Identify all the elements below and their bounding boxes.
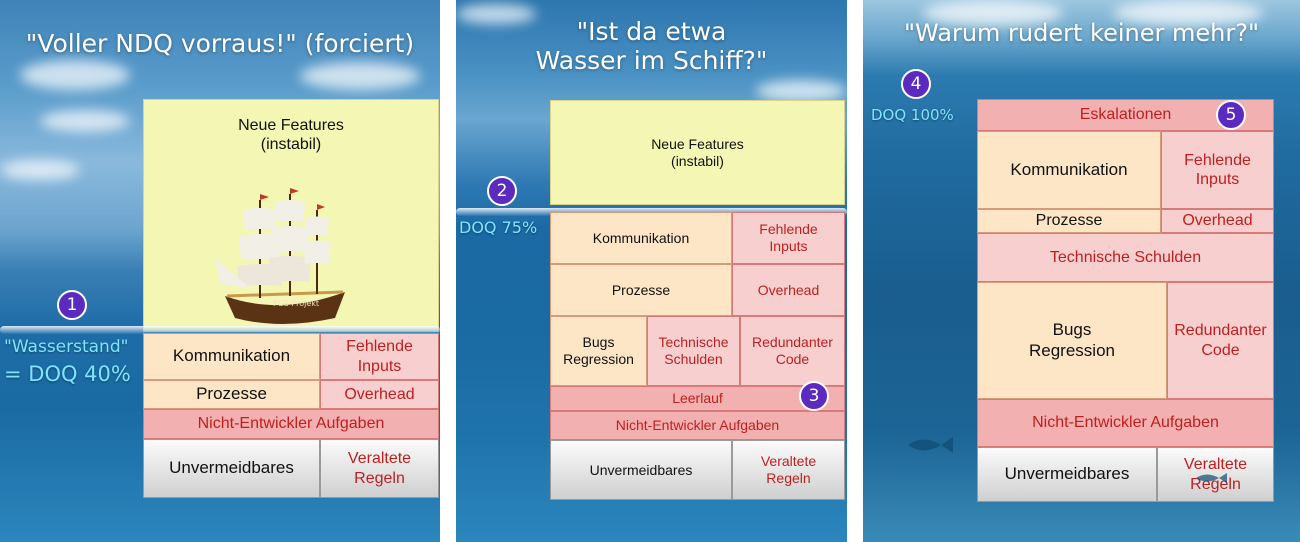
ship-name: FGS Projekt	[273, 299, 319, 308]
panel-title: "Warum rudert keiner mehr?"	[904, 19, 1259, 47]
block-redundanter-code: Redundanter Code	[740, 316, 845, 386]
doq-level-label: DOQ 100%	[871, 106, 954, 124]
step-badge-level: 4	[901, 69, 931, 99]
cloud	[1113, 0, 1263, 26]
block-neue-features: Neue Features (instabil)	[550, 100, 845, 205]
block-fehlende-inputs: Fehlende Inputs	[732, 212, 845, 264]
block-bugs-regression: Bugs Regression	[977, 282, 1167, 399]
block-unvermeidbares: Unvermeidbares	[143, 439, 320, 498]
block-prozesse: Prozesse	[550, 264, 732, 316]
block-fehlende-inputs: Fehlende Inputs	[320, 333, 439, 380]
block-redundanter-code: Redundanter Code	[1167, 282, 1274, 399]
block-veraltete-regeln: Veraltete Regeln	[732, 440, 845, 500]
block-nicht-entwickler-aufgaben: Nicht-Entwickler Aufgaben	[977, 399, 1274, 447]
block-prozesse: Prozesse	[977, 209, 1161, 233]
block-kommunikation: Kommunikation	[143, 333, 320, 380]
block-kommunikation: Kommunikation	[550, 212, 732, 264]
block-overhead: Overhead	[1161, 209, 1274, 233]
cloud	[40, 110, 130, 132]
block-overhead: Overhead	[732, 264, 845, 316]
block-technische-schulden: Technische Schulden	[977, 233, 1274, 282]
block-bugs-regression: Bugs Regression	[550, 316, 647, 386]
cloud	[0, 160, 80, 180]
block-veraltete-regeln: Veraltete Regeln	[320, 439, 439, 498]
block-kommunikation: Kommunikation	[977, 131, 1161, 209]
water-level-label: "Wasserstand"	[4, 337, 129, 357]
panel-no-one-rowing: "Warum rudert keiner mehr?" Eskalationen…	[863, 0, 1300, 542]
step-badge-leerlauf: 3	[799, 381, 829, 411]
cloud	[456, 4, 536, 24]
block-unvermeidbares: Unvermeidbares	[977, 447, 1157, 502]
block-leerlauf: Leerlauf	[550, 386, 845, 411]
panel-title: "Ist da etwa Wasser im Schiff?"	[456, 17, 847, 76]
block-technische-schulden: Technische Schulden	[647, 316, 740, 386]
step-badge: 1	[57, 290, 87, 320]
ship-icon	[215, 188, 345, 324]
step-badge-level: 2	[487, 176, 517, 206]
cloud	[923, 0, 1063, 26]
ship-illustration: FGS Projekt	[215, 188, 345, 324]
block-veraltete-regeln: Veraltete Regeln	[1157, 447, 1274, 502]
panel-title: "Voller NDQ vorraus!" (forciert)	[25, 29, 415, 58]
panel-title-line-1: "Ist da etwa	[576, 17, 727, 46]
block-nicht-entwickler-aufgaben: Nicht-Entwickler Aufgaben	[550, 411, 845, 440]
cloud	[756, 80, 846, 102]
doq-level-label: = DOQ 40%	[4, 362, 131, 386]
cloud	[20, 60, 130, 90]
panel-ndq-forced: "Voller NDQ vorraus!" (forciert) Neue Fe…	[0, 0, 440, 542]
fish-icon	[908, 437, 953, 453]
block-overhead: Overhead	[320, 380, 439, 409]
block-fehlende-inputs: Fehlende Inputs	[1161, 131, 1274, 209]
step-badge-eskalation: 5	[1216, 100, 1246, 130]
fish-icon	[1196, 473, 1227, 483]
cloud	[300, 62, 420, 90]
block-prozesse: Prozesse	[143, 380, 320, 409]
block-nicht-entwickler-aufgaben: Nicht-Entwickler Aufgaben	[143, 409, 439, 439]
block-unvermeidbares: Unvermeidbares	[550, 440, 732, 500]
water-surface-wave	[0, 326, 440, 334]
panel-title-line-2: Wasser im Schiff?"	[535, 45, 768, 75]
panel-water-in-ship: "Ist da etwa Wasser im Schiff?" Neue Fea…	[456, 0, 847, 542]
doq-level-label: DOQ 75%	[459, 218, 538, 237]
